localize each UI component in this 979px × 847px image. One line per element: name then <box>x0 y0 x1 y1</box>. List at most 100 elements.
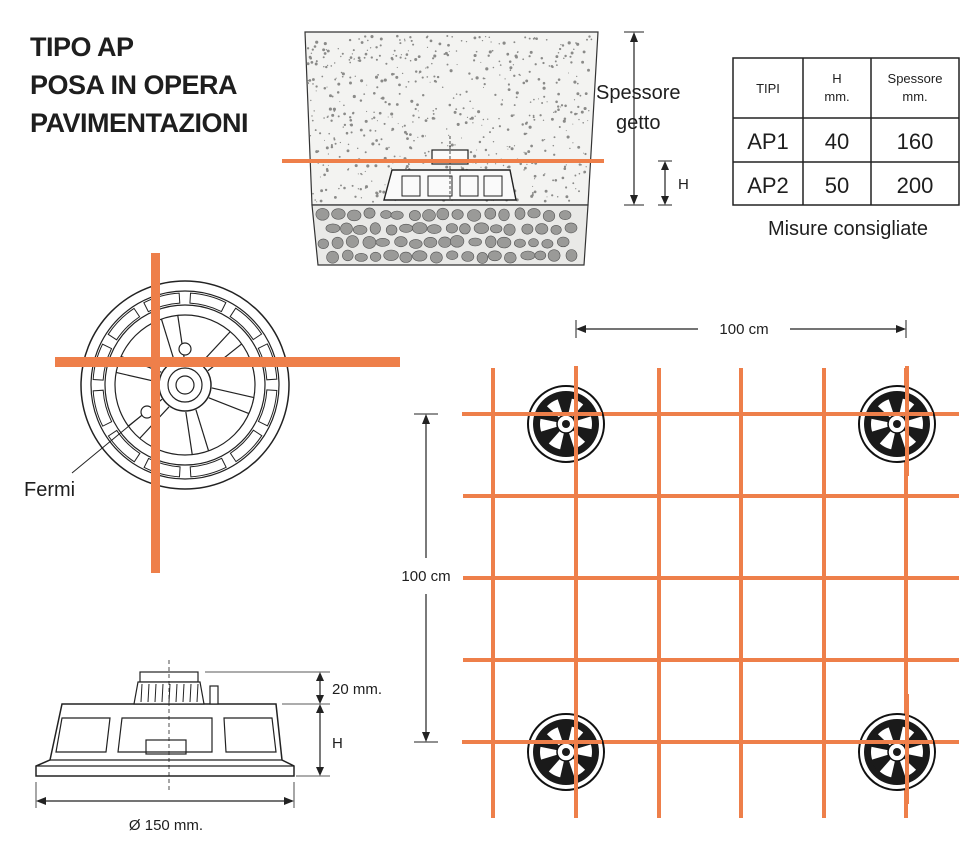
concrete-speck <box>533 190 537 194</box>
concrete-speck <box>387 116 389 118</box>
concrete-speck <box>431 62 433 65</box>
concrete-speck <box>528 70 531 73</box>
concrete-speck <box>349 61 352 64</box>
concrete-speck <box>518 73 521 76</box>
gravel-stone <box>412 250 428 262</box>
concrete-speck <box>448 103 452 107</box>
concrete-speck <box>417 55 421 59</box>
concrete-speck <box>354 195 357 198</box>
gravel-stone <box>423 236 438 248</box>
table-cell: 200 <box>897 173 934 198</box>
concrete-speck <box>537 77 541 81</box>
concrete-speck <box>533 98 535 101</box>
concrete-speck <box>529 50 533 54</box>
gravel-stone <box>380 210 392 219</box>
concrete-speck <box>354 75 356 77</box>
concrete-speck <box>489 131 491 134</box>
concrete-speck <box>574 112 577 116</box>
concrete-speck <box>323 52 327 55</box>
plan-slot <box>143 457 181 478</box>
concrete-speck <box>590 38 593 41</box>
concrete-speck <box>533 174 537 178</box>
concrete-speck <box>323 117 325 119</box>
concrete-speck <box>375 194 379 198</box>
concrete-speck <box>554 60 557 63</box>
concrete-speck <box>484 35 487 38</box>
concrete-speck <box>473 59 476 62</box>
rebar-over-spacer <box>574 366 578 476</box>
concrete-speck <box>541 102 544 104</box>
thickness-label-1: Spessore <box>596 82 681 104</box>
concrete-speck <box>451 35 454 38</box>
concrete-speck <box>475 162 477 165</box>
concrete-speck <box>418 72 420 74</box>
table-header-type: TIPI <box>756 81 780 96</box>
section-h-label: H <box>678 176 689 193</box>
concrete-speck <box>417 136 419 138</box>
concrete-speck <box>492 66 495 69</box>
concrete-speck <box>557 108 560 111</box>
rebar-grid-view <box>414 320 959 818</box>
concrete-speck <box>534 63 537 66</box>
gravel-stone <box>450 235 465 248</box>
concrete-speck <box>398 92 401 95</box>
concrete-speck <box>459 93 462 96</box>
title-line-1: TIPO AP <box>30 32 134 62</box>
spacer-spoke <box>559 424 575 451</box>
concrete-speck <box>375 46 378 49</box>
concrete-speck <box>380 138 383 141</box>
concrete-speck <box>328 132 331 135</box>
concrete-speck <box>374 130 377 132</box>
concrete-speck <box>544 139 546 141</box>
concrete-speck <box>506 128 510 131</box>
plan-slot <box>107 307 141 341</box>
concrete-speck <box>434 50 437 53</box>
plan-slot <box>229 429 263 463</box>
concrete-speck <box>412 43 415 46</box>
rebar-vertical <box>491 368 495 818</box>
concrete-speck <box>357 188 360 190</box>
concrete-speck <box>539 114 542 117</box>
concrete-speck <box>544 189 548 193</box>
grid-spacer <box>793 366 936 476</box>
plan-slot <box>189 292 227 313</box>
gravel-stone <box>461 251 475 262</box>
concrete-speck <box>456 122 460 126</box>
concrete-speck <box>524 152 528 155</box>
concrete-speck <box>426 35 429 38</box>
concrete-speck <box>552 179 555 182</box>
concrete-speck <box>525 121 528 124</box>
concrete-speck <box>492 127 495 130</box>
concrete-speck <box>478 36 481 39</box>
concrete-speck <box>347 143 350 146</box>
concrete-speck <box>484 148 488 152</box>
concrete-speck <box>426 46 429 49</box>
concrete-speck <box>506 52 510 56</box>
concrete-speck <box>338 187 340 190</box>
concrete-speck <box>564 54 567 58</box>
rebar-over-spacer <box>905 366 909 476</box>
concrete-speck <box>528 37 531 40</box>
dimensions-table: TIPI H mm. Spessore mm. AP1 40 160 AP2 5… <box>732 57 960 240</box>
concrete-speck <box>380 79 384 83</box>
concrete-speck <box>569 147 571 150</box>
concrete-speck <box>438 42 442 46</box>
concrete-speck <box>334 142 337 145</box>
concrete-speck <box>371 142 375 146</box>
concrete-speck <box>363 134 366 137</box>
concrete-speck <box>403 130 407 134</box>
concrete-speck <box>531 192 534 194</box>
concrete-speck <box>580 163 582 166</box>
concrete-speck <box>418 70 422 73</box>
gravel-texture <box>315 207 578 264</box>
concrete-speck <box>360 79 364 83</box>
concrete-speck <box>441 141 443 144</box>
gravel-stone <box>550 224 562 235</box>
grid-vertical-dimension <box>414 413 438 743</box>
concrete-speck <box>462 107 465 110</box>
concrete-speck <box>481 124 483 126</box>
concrete-speck <box>339 141 342 144</box>
rebar-over-spacer <box>793 740 933 744</box>
concrete-speck <box>560 43 562 46</box>
concrete-speck <box>308 55 312 59</box>
